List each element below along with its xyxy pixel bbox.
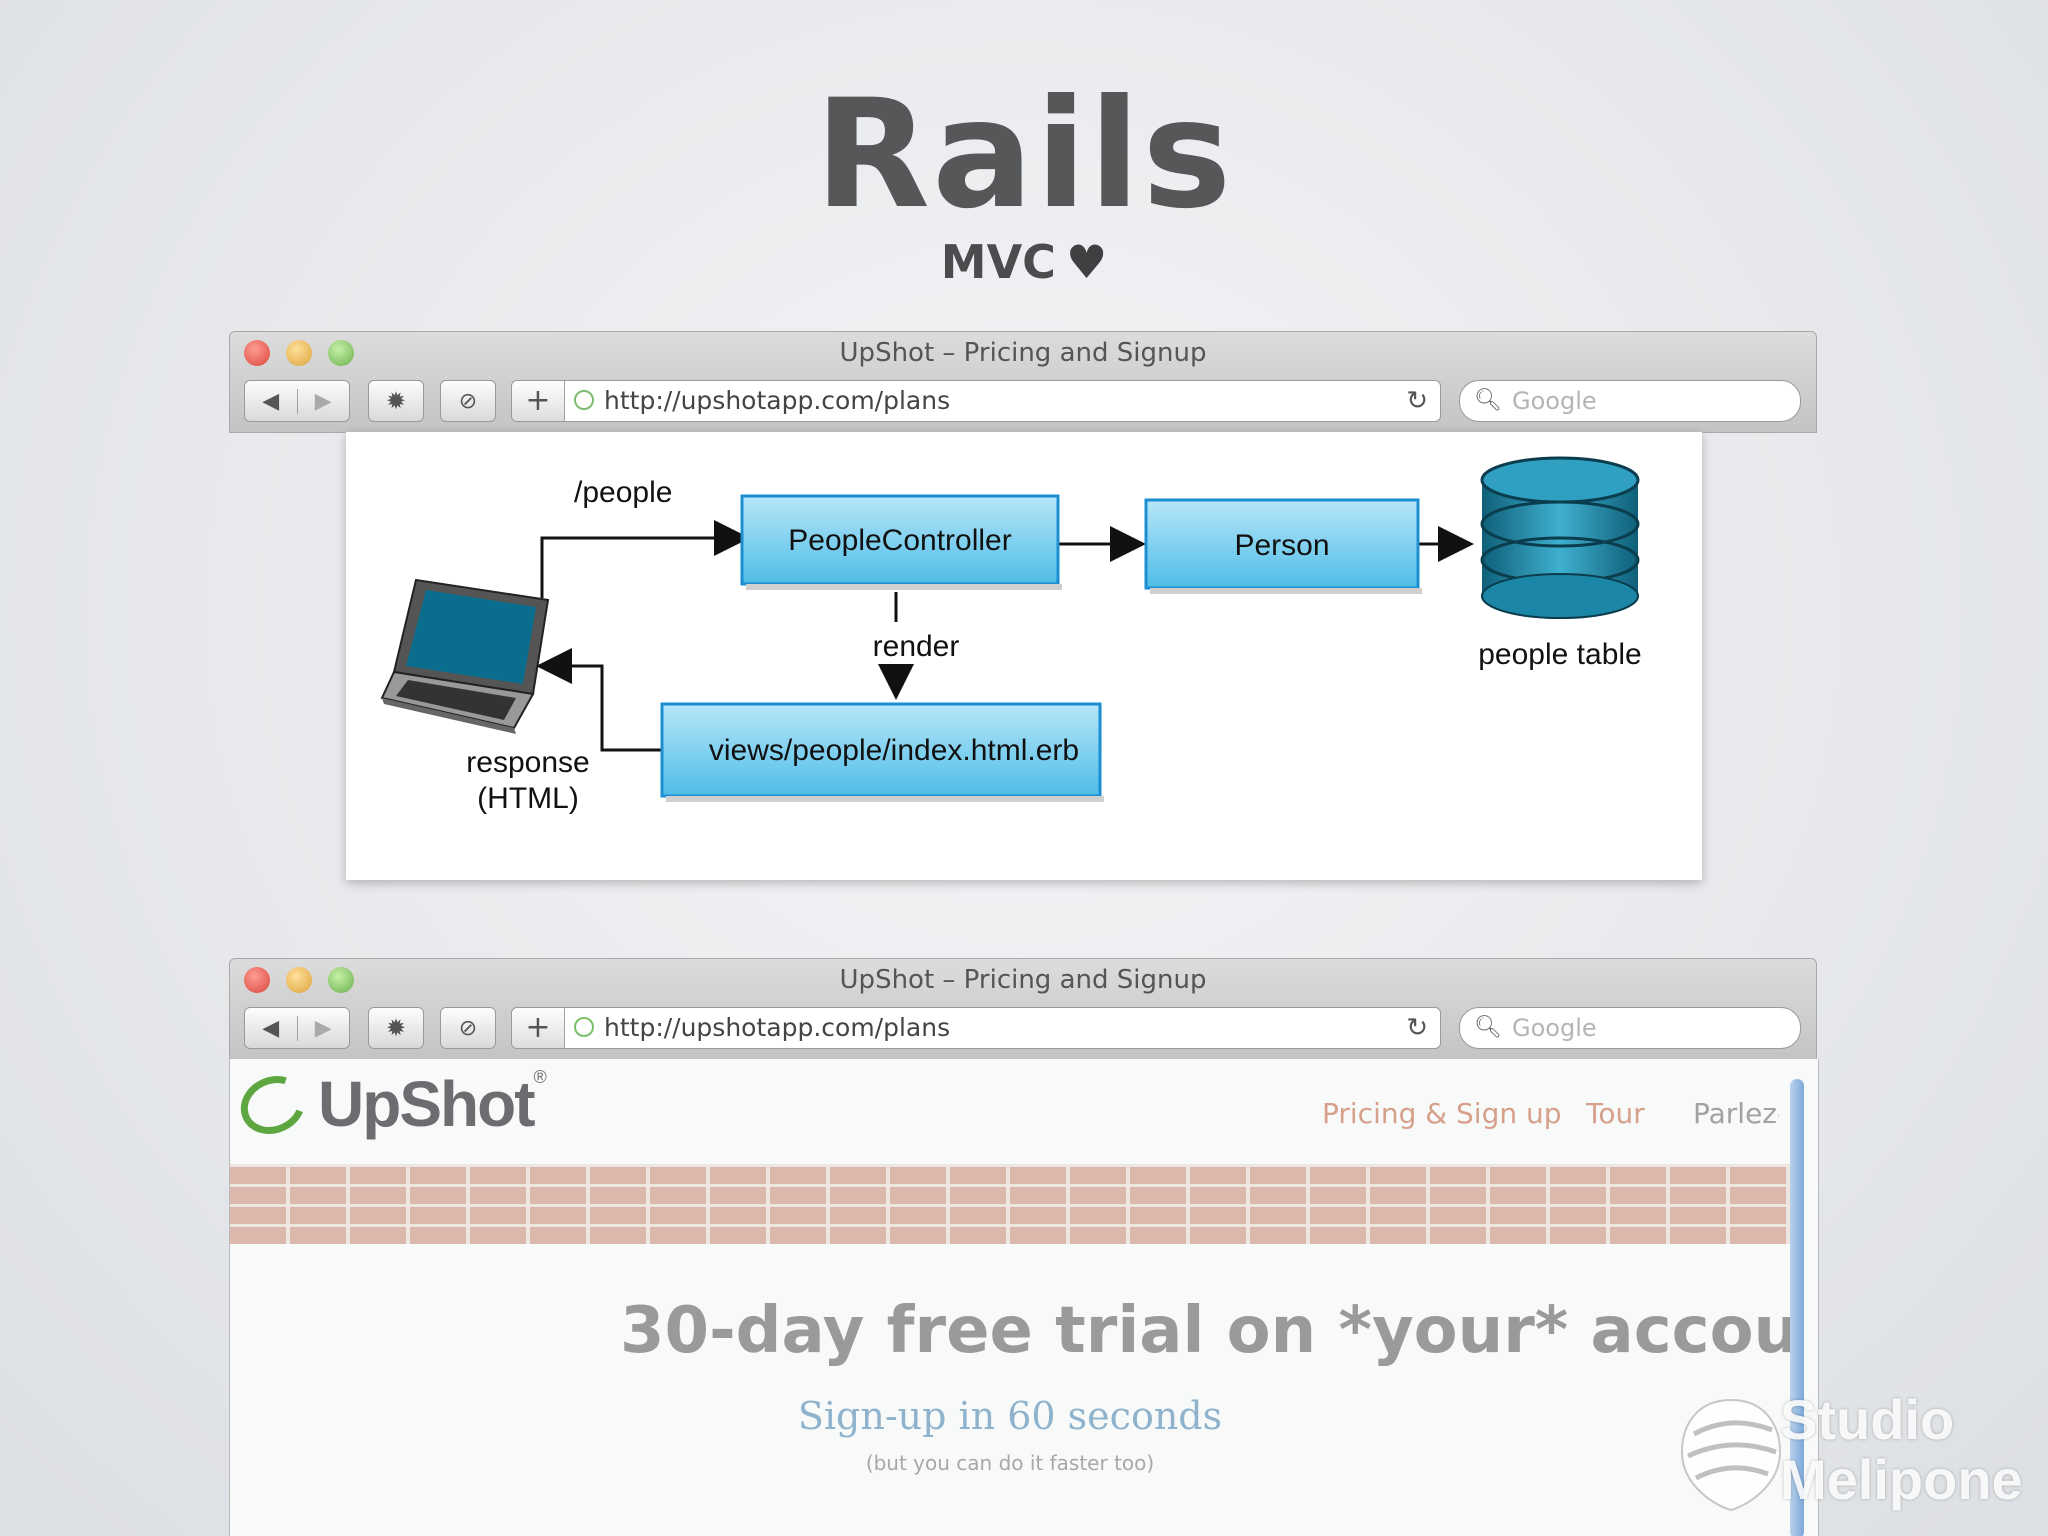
model-label: Person <box>1234 529 1329 562</box>
database-label: people table <box>1478 638 1641 671</box>
address-bar[interactable]: + http://upshotapp.com/plans ↻ <box>511 1007 1441 1049</box>
heart-icon: ♥ <box>1065 235 1108 289</box>
url-text[interactable]: http://upshotapp.com/plans <box>604 386 951 415</box>
controller-box <box>740 494 1060 586</box>
slide-title: Rails <box>814 68 1234 242</box>
headline: 30-day free trial on *your* account. Yay <box>620 1294 1790 1368</box>
forward-button[interactable]: ▶ <box>314 388 332 414</box>
site-icon <box>574 1017 594 1037</box>
response-type-label: (HTML) <box>477 782 579 815</box>
nav-parlez-link[interactable]: Parlez-v <box>1693 1097 1779 1130</box>
studio-melipone-watermark: Studio Melipone <box>1676 1390 2023 1530</box>
watermark-line1: Studio <box>1780 1388 1955 1451</box>
nav-tour-link[interactable]: Tour <box>1586 1097 1645 1130</box>
search-icon: 🔍︎ <box>1474 388 1502 413</box>
nav-buttons: ◀ ▶ <box>244 380 350 422</box>
browser-window-upshot: UpShot – Pricing and Signup ◀ ▶ ✹ ⊘ + ht… <box>229 958 1817 1060</box>
back-button[interactable]: ◀ <box>245 1015 298 1041</box>
minimize-window-button[interactable] <box>286 967 312 993</box>
database-icon <box>1480 456 1640 619</box>
mvc-diagram: /people PeopleController Person people t… <box>346 432 1702 880</box>
forward-button[interactable]: ▶ <box>314 1015 332 1041</box>
address-bar[interactable]: + http://upshotapp.com/plans ↻ <box>511 380 1441 422</box>
bug-icon[interactable]: ✹ <box>368 380 424 422</box>
model-box <box>1144 498 1420 590</box>
window-title: UpShot – Pricing and Signup <box>839 338 1207 368</box>
close-window-button[interactable] <box>244 340 270 366</box>
zoom-window-button[interactable] <box>328 967 354 993</box>
history-icon[interactable]: ⊘ <box>440 380 496 422</box>
view-box <box>660 702 1102 798</box>
laptop-icon <box>380 578 550 734</box>
browser-window-diagram: UpShot – Pricing and Signup ◀ ▶ ✹ ⊘ + ht… <box>229 331 1817 433</box>
close-window-button[interactable] <box>244 967 270 993</box>
search-field[interactable]: 🔍︎ Google <box>1459 380 1801 422</box>
nav-buttons: ◀ ▶ <box>244 1007 350 1049</box>
watermark-text: Studio Melipone <box>1780 1390 2023 1510</box>
response-label: response <box>466 746 589 779</box>
window-title: UpShot – Pricing and Signup <box>839 965 1207 995</box>
bug-icon[interactable]: ✹ <box>368 1007 424 1049</box>
scrollbar[interactable] <box>1790 1079 1804 1536</box>
diagram-svg: /people PeopleController Person people t… <box>380 456 1642 815</box>
upshot-logo[interactable]: UpShot® <box>318 1067 547 1141</box>
subtitle-text: MVC <box>940 235 1056 289</box>
history-icon[interactable]: ⊘ <box>440 1007 496 1049</box>
response-arrow <box>536 648 662 752</box>
back-button[interactable]: ◀ <box>245 388 298 414</box>
logo-text: UpShot <box>318 1068 535 1140</box>
nav-pricing-link[interactable]: Pricing & Sign up <box>1322 1097 1562 1130</box>
reload-icon[interactable]: ↻ <box>1406 386 1428 416</box>
signup-note: (but you can do it faster too) <box>865 1451 1155 1475</box>
signup-subheading: Sign-up in 60 seconds <box>797 1394 1223 1438</box>
route-label: /people <box>574 476 672 509</box>
add-bookmark-button[interactable]: + <box>512 381 565 421</box>
render-label: render <box>873 630 960 663</box>
search-field[interactable]: 🔍︎ Google <box>1459 1007 1801 1049</box>
url-text[interactable]: http://upshotapp.com/plans <box>604 1013 951 1042</box>
minimize-window-button[interactable] <box>286 340 312 366</box>
site-icon <box>574 390 594 410</box>
slide-subtitle: MVC♥ <box>0 235 2048 289</box>
upshot-logo-icon <box>231 1065 315 1145</box>
logo-registered: ® <box>533 1067 547 1087</box>
search-icon: 🔍︎ <box>1474 1015 1502 1040</box>
zoom-window-button[interactable] <box>328 340 354 366</box>
melipone-logo-icon <box>1680 1398 1782 1512</box>
search-placeholder: Google <box>1512 387 1597 415</box>
reload-icon[interactable]: ↻ <box>1406 1013 1428 1043</box>
view-label: views/people/index.html.erb <box>709 734 1079 767</box>
brick-banner <box>230 1164 1790 1244</box>
browser-toolbar-2: UpShot – Pricing and Signup ◀ ▶ ✹ ⊘ + ht… <box>229 958 1817 1060</box>
upshot-page: UpShot® Pricing & Sign up Tour Parlez-v … <box>229 1059 1819 1536</box>
controller-label: PeopleController <box>788 524 1011 557</box>
browser-toolbar: UpShot – Pricing and Signup ◀ ▶ ✹ ⊘ + ht… <box>229 331 1817 433</box>
search-placeholder: Google <box>1512 1014 1597 1042</box>
request-arrow <box>540 520 750 598</box>
watermark-line2: Melipone <box>1780 1448 2023 1511</box>
add-bookmark-button[interactable]: + <box>512 1008 565 1048</box>
